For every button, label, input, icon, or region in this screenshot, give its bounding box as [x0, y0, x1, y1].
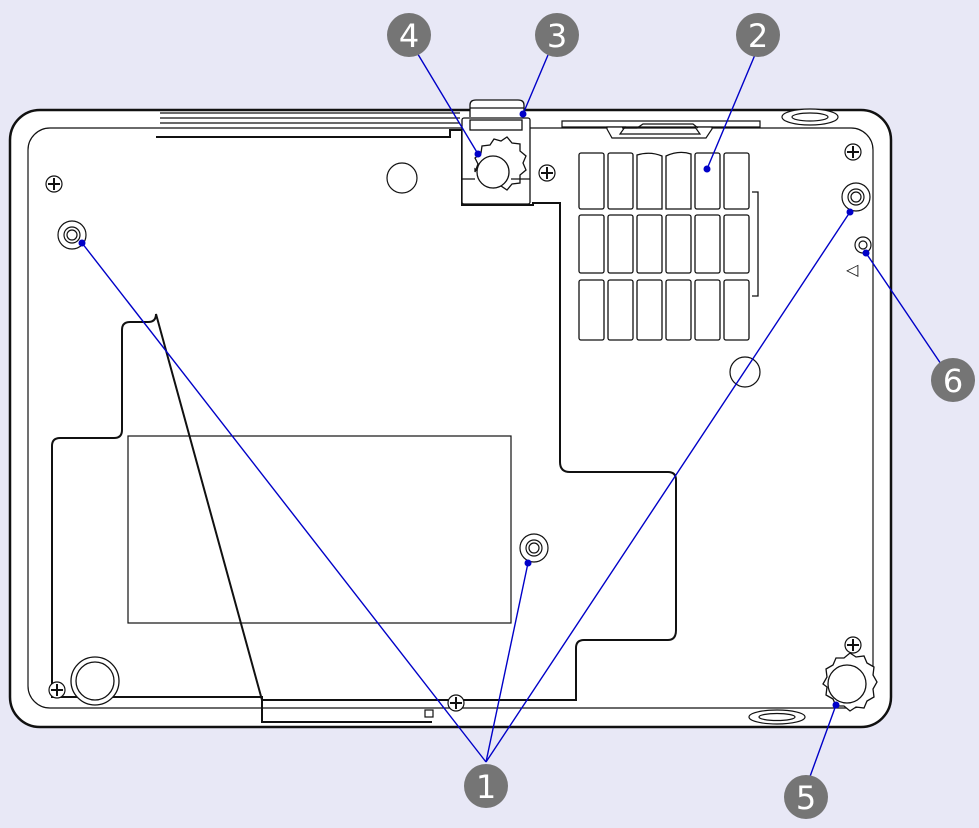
- round-mark-right: [729, 356, 761, 388]
- callout-4: 4: [387, 13, 431, 57]
- leader-lines: [81, 49, 942, 783]
- triangle-mark: ◁: [845, 260, 859, 279]
- security-hole: [854, 236, 872, 254]
- screw-icon: [844, 143, 862, 161]
- panel-outline: [51, 129, 677, 723]
- projector-body: [8, 108, 893, 729]
- body-outline: [8, 108, 893, 729]
- callout-6-label: 6: [943, 362, 963, 400]
- fixing-point: [841, 182, 871, 212]
- callout-6: 6: [931, 358, 975, 402]
- rear-bump: [781, 108, 839, 126]
- callout-5: 5: [784, 775, 828, 819]
- top-edge-details: [160, 108, 839, 139]
- callout-3-label: 3: [547, 17, 567, 55]
- front-foot-release-tab: [606, 126, 713, 139]
- screw-icon: [538, 164, 556, 182]
- screws: [45, 143, 862, 712]
- leader-line-6: [865, 252, 942, 365]
- bottom-edge-details: [424, 709, 806, 725]
- rear-foot-right: [822, 652, 878, 712]
- leader-dots: [78, 110, 870, 709]
- screw-icon: [45, 175, 63, 193]
- callout-5-label: 5: [796, 779, 816, 817]
- screw-icon: [48, 681, 66, 699]
- leader-line-2: [706, 49, 758, 170]
- screw-icon: [844, 636, 862, 654]
- leader-line-1c: [485, 211, 851, 763]
- round-mark-top: [386, 162, 418, 194]
- rear-feet: [70, 652, 878, 712]
- screw-icon: [447, 694, 465, 712]
- leader-line-1b: [485, 562, 529, 763]
- callout-3: 3: [535, 13, 579, 57]
- bottom-bump: [748, 709, 806, 725]
- callout-2: 2: [736, 13, 780, 57]
- label-plate: [127, 435, 512, 624]
- vent-side-rail: [752, 191, 759, 297]
- front-foot-assembly: [461, 99, 531, 205]
- rear-foot-left: [70, 656, 120, 706]
- callout-1-label: 1: [476, 768, 496, 806]
- leader-line-1a: [81, 242, 487, 763]
- callouts: 1 2 3 4 5 6: [387, 13, 975, 819]
- leader-line-4: [415, 50, 479, 155]
- fixing-point: [519, 533, 549, 563]
- callout-2-label: 2: [748, 17, 768, 55]
- leader-line-5: [807, 704, 837, 783]
- leader-line-3: [522, 54, 549, 115]
- callout-4-label: 4: [399, 17, 419, 55]
- air-intake-vent: [578, 151, 759, 341]
- callout-1: 1: [464, 764, 508, 808]
